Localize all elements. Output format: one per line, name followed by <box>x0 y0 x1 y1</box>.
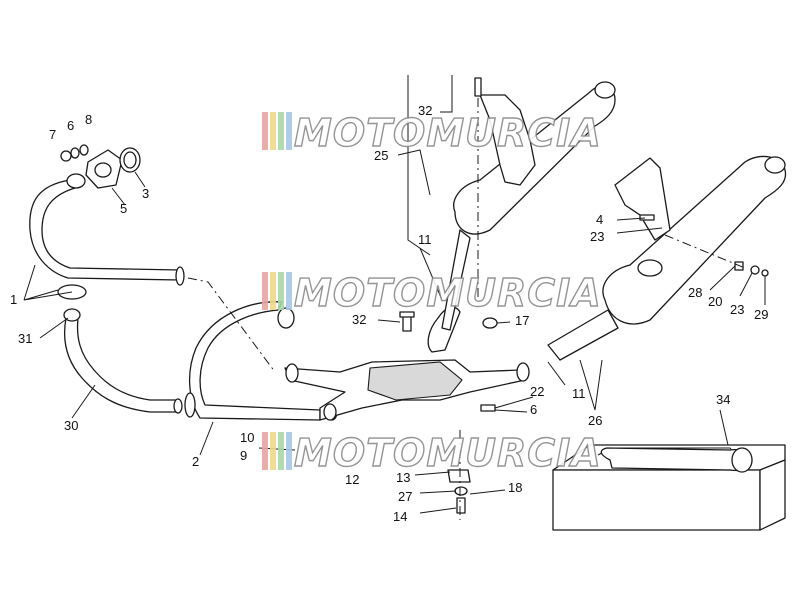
storage-box-part-34 <box>552 444 786 531</box>
callout-28: 28 <box>688 285 702 300</box>
callout-26: 26 <box>588 413 602 428</box>
bracket-parts-13-27-18-14 <box>447 469 471 514</box>
bolt-part-33 <box>474 77 482 97</box>
watermark-text: MOTOMURCIA <box>294 271 602 315</box>
sensor-part-32 <box>399 311 415 332</box>
callout-11b: 11 <box>572 386 586 401</box>
callout-4: 4 <box>596 212 603 227</box>
callout-2: 2 <box>192 454 199 469</box>
washer-part-17 <box>482 317 498 329</box>
callout-32b: 32 <box>352 312 366 327</box>
callout-labels: 1 2 3 4 5 6 6 7 8 9 10 11 11 12 13 14 17… <box>10 103 768 524</box>
watermark-stripes <box>262 432 292 470</box>
callout-13: 13 <box>396 470 410 485</box>
pipe-part-30 <box>63 317 183 414</box>
callout-23b: 23 <box>730 302 744 317</box>
leader-lines <box>23 75 766 514</box>
callout-25: 25 <box>374 148 388 163</box>
silencer-lower <box>547 155 787 361</box>
callout-3: 3 <box>142 186 149 201</box>
header-pipe-part-1 <box>29 173 185 300</box>
flange-part-5 <box>85 149 123 189</box>
callout-6b: 6 <box>530 402 537 417</box>
watermark-bottom: MOTOMURCIA <box>262 430 602 476</box>
callout-11a: 11 <box>418 232 432 247</box>
callout-14: 14 <box>393 509 407 524</box>
callout-12: 12 <box>345 472 359 487</box>
watermark-text: MOTOMURCIA <box>294 111 602 155</box>
watermark-top: MOTOMURCIA <box>262 110 602 156</box>
small-rings-parts-6-7-8 <box>60 144 89 162</box>
callout-5: 5 <box>120 201 127 216</box>
silencer-upper <box>441 81 616 331</box>
collector-assembly <box>284 306 530 421</box>
callout-32a: 32 <box>418 103 432 118</box>
watermark-stripes <box>262 112 292 150</box>
callout-31: 31 <box>18 331 32 346</box>
watermark-middle: MOTOMURCIA <box>262 270 602 316</box>
alignment-lines <box>187 98 746 520</box>
bolt-parts-4-23 <box>639 214 655 221</box>
callout-22: 22 <box>530 384 544 399</box>
callout-27: 27 <box>398 489 412 504</box>
gasket-ring-part-3 <box>119 147 141 173</box>
callout-9: 9 <box>240 448 247 463</box>
callout-18: 18 <box>508 480 522 495</box>
callout-23a: 23 <box>590 229 604 244</box>
bolt-parts-22-6 <box>480 404 496 412</box>
callout-17: 17 <box>515 313 529 328</box>
callout-8: 8 <box>85 112 92 127</box>
callout-30: 30 <box>64 418 78 433</box>
callout-29: 29 <box>754 307 768 322</box>
watermark-text: MOTOMURCIA <box>294 431 602 475</box>
clamp-part-12 <box>323 403 337 421</box>
header-pipe-part-2 <box>184 301 338 421</box>
callout-1: 1 <box>10 292 17 307</box>
callout-6a: 6 <box>67 118 74 133</box>
callout-7: 7 <box>49 127 56 142</box>
callout-34: 34 <box>716 392 730 407</box>
callout-20: 20 <box>708 294 722 309</box>
callout-10: 10 <box>240 430 254 445</box>
watermark-stripes <box>262 272 292 310</box>
